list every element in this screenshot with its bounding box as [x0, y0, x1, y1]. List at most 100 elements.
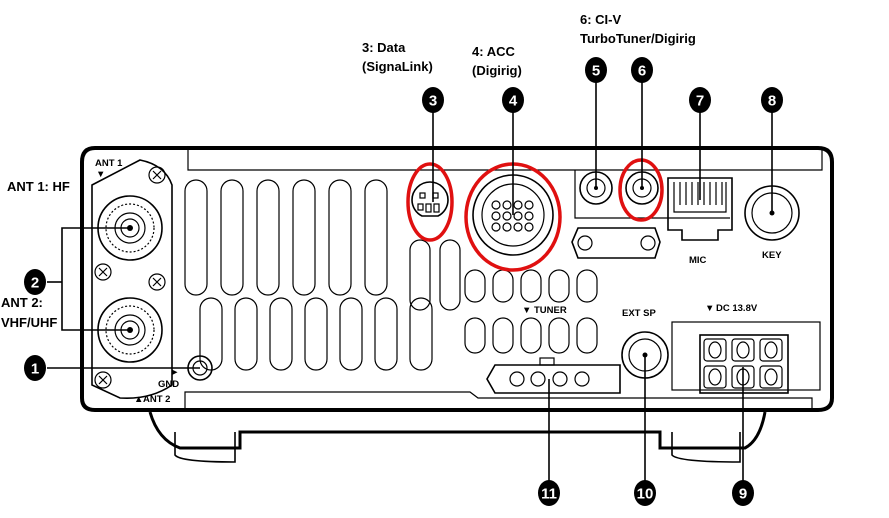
callout-8: 8 [761, 87, 783, 113]
tuner-socket[interactable] [486, 357, 621, 394]
jack-bracket [574, 170, 730, 219]
data-connector[interactable] [411, 181, 449, 217]
screw-icon [148, 273, 166, 291]
pin-housing [703, 338, 727, 362]
callout-3: 3 [422, 87, 444, 113]
pin [513, 211, 523, 221]
heat-sink-fin [184, 179, 208, 296]
heat-sink-fin [328, 179, 352, 296]
triangle-down-icon: ▼ [705, 303, 714, 314]
callout-7: 7 [689, 87, 711, 113]
panel-label-key: KEY [762, 250, 782, 261]
pin [764, 368, 778, 386]
heat-sink-fin [339, 297, 363, 371]
pin [513, 200, 523, 210]
callout-number: 9 [739, 486, 747, 503]
pin [502, 211, 512, 221]
heat-sink-fin [520, 269, 542, 303]
annotation-ant1: ANT 1: HF [7, 179, 70, 194]
triangle-up-icon: ▲ [134, 394, 143, 405]
heat-sink-fin [548, 317, 570, 354]
heat-sink-fin [520, 317, 542, 354]
annotation-civ: 6: CI-V [580, 12, 622, 27]
cover-plate [571, 227, 661, 259]
panel-label-ant2: ANT 2 [143, 394, 170, 405]
callout-number: 10 [637, 486, 654, 503]
panel-label-ext-sp: EXT SP [622, 308, 656, 319]
callout-2: 2 [24, 269, 46, 295]
heat-sink-fin [364, 179, 388, 296]
triangle-right-icon: ► [170, 367, 179, 378]
callout-1: 1 [24, 355, 46, 381]
pin [491, 211, 501, 221]
pin [502, 222, 512, 232]
heat-sink-fin [439, 239, 461, 311]
callout-number: 4 [509, 93, 518, 110]
pin-housing [759, 338, 783, 362]
top-ledge [187, 150, 823, 171]
left-foot-pad [174, 432, 236, 463]
pin-housing [759, 365, 783, 389]
screw-icon [94, 263, 112, 281]
heat-sink-fin [576, 317, 598, 354]
heat-sink-fin [374, 297, 398, 371]
pin [708, 368, 722, 386]
annotation-acc-sub: (Digirig) [472, 63, 522, 78]
callout-number: 11 [541, 486, 557, 503]
panel-label-gnd: GND [158, 379, 179, 390]
panel-label-mic: MIC [689, 255, 707, 266]
pin [491, 222, 501, 232]
screw-icon [148, 166, 166, 184]
callout-10: 10 [634, 480, 656, 506]
callout-number: 7 [696, 93, 704, 110]
callout-4: 4 [502, 87, 524, 113]
screw-icon [94, 371, 112, 389]
callout-number: 3 [429, 93, 437, 110]
heat-sink-fin [409, 297, 433, 371]
pin [764, 341, 778, 359]
antenna-plate [91, 159, 173, 400]
heat-sink-fin [256, 179, 280, 296]
panel-label-dc: DC 13.8V [716, 303, 758, 314]
left-foot [148, 411, 767, 450]
callout-number: 6 [638, 63, 646, 80]
annotation-acc: 4: ACC [472, 44, 515, 59]
heat-sink-fin [304, 297, 328, 371]
pin-housing [731, 338, 755, 362]
heat-sink-fin [464, 317, 486, 354]
callout-6: 6 [631, 57, 653, 83]
mic-jack[interactable] [667, 177, 733, 241]
annotation-data: 3: Data [362, 40, 406, 55]
heat-sink-fin [576, 269, 598, 303]
heat-sink-fin [220, 179, 244, 296]
callout-number: 1 [31, 361, 39, 378]
pin [524, 211, 534, 221]
annotation-data-sub: (SignaLink) [362, 59, 433, 74]
heat-sink-fin [292, 179, 316, 296]
callout-5: 5 [585, 57, 607, 83]
callout-number: 2 [31, 275, 39, 292]
pin-housing [703, 365, 727, 389]
panel-label-ant1: ANT 1 [95, 158, 123, 169]
callout-9: 9 [732, 480, 754, 506]
panel-label-tuner: TUNER [534, 305, 567, 316]
right-foot-pad [671, 432, 741, 463]
heat-sink-fin [269, 297, 293, 371]
heat-sink-fin [234, 297, 258, 371]
heat-sink-fin [492, 317, 514, 354]
callout-number: 5 [592, 63, 600, 80]
ci-v-highlight [618, 158, 664, 222]
heat-sink-fin [199, 297, 223, 371]
heat-sink-fin [464, 269, 486, 303]
annotation-civ-sub: TurboTuner/Digirig [580, 31, 696, 46]
leader-lines [47, 82, 773, 481]
triangle-down-icon: ▼ [96, 169, 105, 180]
heat-sink-fin [548, 269, 570, 303]
annotation-ant2-sub: VHF/UHF [1, 315, 57, 330]
pin [736, 341, 750, 359]
triangle-down-icon: ▼ [522, 305, 531, 316]
callout-number: 8 [768, 93, 776, 110]
heat-sink [184, 179, 598, 371]
data-highlight [406, 162, 454, 242]
